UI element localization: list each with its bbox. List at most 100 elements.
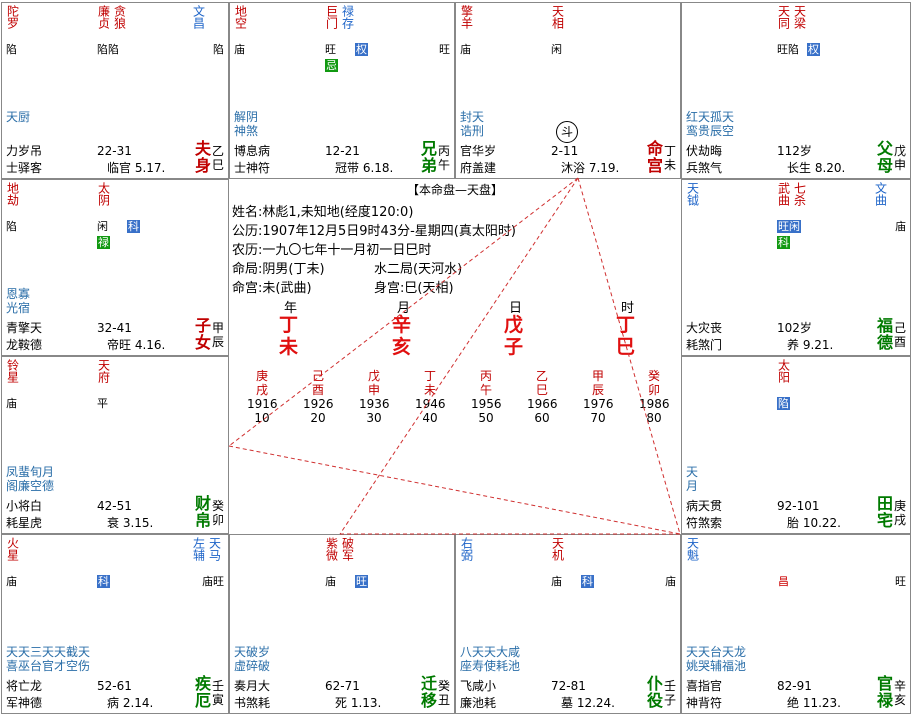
palace-name: 子女 xyxy=(195,316,212,352)
sihua-tag: 禄 xyxy=(97,236,110,249)
star: 紫微 xyxy=(324,537,339,561)
god-row-1: 伏劫晦 xyxy=(686,144,723,158)
star: 擎羊 xyxy=(459,5,474,29)
palace-name: 官禄 xyxy=(877,674,894,710)
age-range: 92-101 xyxy=(777,499,820,513)
palace-name: 财帛 xyxy=(195,494,212,530)
god-row-2: 耗星虎 xyxy=(6,516,43,530)
palace-name: 疾厄 xyxy=(195,674,212,710)
brightness: 庙 xyxy=(665,575,676,588)
star: 天马 xyxy=(207,537,222,561)
life-stage: 死 1.13. xyxy=(335,696,382,710)
brightness: 庙 xyxy=(325,575,336,588)
brightness: 庙 xyxy=(6,397,17,410)
misc-stars: 恩寡光宿 xyxy=(6,287,31,315)
stem-branch: 辛亥 xyxy=(894,679,907,707)
name-info: 姓名:林彪1,未知地(经度120:0) xyxy=(232,205,414,220)
god-row-1: 力岁吊 xyxy=(6,144,43,158)
life-stage: 临官 5.17. xyxy=(107,161,166,175)
misc-stars: 解阴神煞 xyxy=(234,110,259,138)
brightness: 庙 xyxy=(234,43,245,56)
stem-branch: 壬子 xyxy=(664,679,677,707)
age-range: 112岁 xyxy=(777,144,812,158)
life-stage: 沐浴 7.19. xyxy=(561,161,620,175)
star: 右弼 xyxy=(459,537,474,561)
god-row-2: 士神符 xyxy=(234,161,271,175)
stem-branch: 丙午 xyxy=(438,144,451,172)
star: 太阴 xyxy=(96,182,111,206)
palace-name: 命宫 xyxy=(647,139,664,175)
pillar-year: 丁未 xyxy=(279,314,299,358)
age-range: 22-31 xyxy=(97,144,132,158)
misc-stars: 天月 xyxy=(686,465,699,493)
center-title: 【本命盘—天盘】 xyxy=(406,183,503,197)
age-range: 42-51 xyxy=(97,499,132,513)
star: 文昌 xyxy=(191,5,206,29)
sihua-tag: 科 xyxy=(97,575,110,588)
brightness: 陷 xyxy=(6,43,17,56)
star: 地空 xyxy=(233,5,248,29)
god-row-1: 飞咸小 xyxy=(460,679,497,693)
pillar-month: 辛亥 xyxy=(392,314,412,358)
stem-branch: 壬寅 xyxy=(212,679,225,707)
brightness: 旺 xyxy=(439,43,450,56)
stem-branch: 庚戌 xyxy=(894,499,907,527)
life-stage: 胎 10.22. xyxy=(787,516,841,530)
star: 太阳 xyxy=(776,359,791,383)
misc-stars: 天厨 xyxy=(6,110,31,124)
sihua-tag: 忌 xyxy=(325,59,338,72)
god-row-2: 兵煞气 xyxy=(686,161,723,175)
shen-gong: 身宫:巳(天相) xyxy=(374,281,454,296)
god-row-1: 博息病 xyxy=(234,144,271,158)
sihua-tag: 权 xyxy=(355,43,368,56)
misc-stars: 天破岁虚碎破 xyxy=(234,645,271,673)
brightness: 旺陷 xyxy=(777,43,799,56)
god-row-1: 官华岁 xyxy=(460,144,497,158)
star: 铃星 xyxy=(5,359,20,383)
life-stage: 帝旺 4.16. xyxy=(107,338,166,352)
star: 陀罗 xyxy=(5,5,20,29)
life-stage: 墓 12.24. xyxy=(561,696,615,710)
god-row-1: 小将白 xyxy=(6,499,43,513)
star: 贪狼 xyxy=(112,5,127,29)
star: 破军 xyxy=(340,537,355,561)
sihua-tag: 陷 xyxy=(777,397,790,410)
pillar-day: 戊子 xyxy=(504,314,524,358)
star: 天钺 xyxy=(685,182,700,206)
palace-name: 福德 xyxy=(877,316,894,352)
misc-stars: 八天天大咸座寿使耗池 xyxy=(460,645,521,673)
god-row-1: 喜指官 xyxy=(686,679,723,693)
brightness: 平 xyxy=(97,397,108,410)
misc-stars: 凤蜚旬月阁廉空德 xyxy=(6,465,55,493)
star: 禄存 xyxy=(340,5,355,29)
stem-branch: 丁未 xyxy=(664,144,677,172)
wuxing-ju: 水二局(天河水) xyxy=(374,262,463,277)
life-stage: 病 2.14. xyxy=(107,696,154,710)
god-row-1: 青擎天 xyxy=(6,321,43,335)
center-panel: 【本命盘—天盘】 姓名:林彪1,未知地(经度120:0) 公历:1907年12月… xyxy=(229,179,681,534)
palace-name: 父母 xyxy=(877,139,894,175)
god-row-2: 府盖建 xyxy=(460,161,497,175)
pillar-hour: 丁巳 xyxy=(616,314,636,358)
stem-branch: 甲辰 xyxy=(212,321,225,349)
brightness: 庙旺 xyxy=(202,575,224,588)
stem-branch: 癸卯 xyxy=(212,499,225,527)
